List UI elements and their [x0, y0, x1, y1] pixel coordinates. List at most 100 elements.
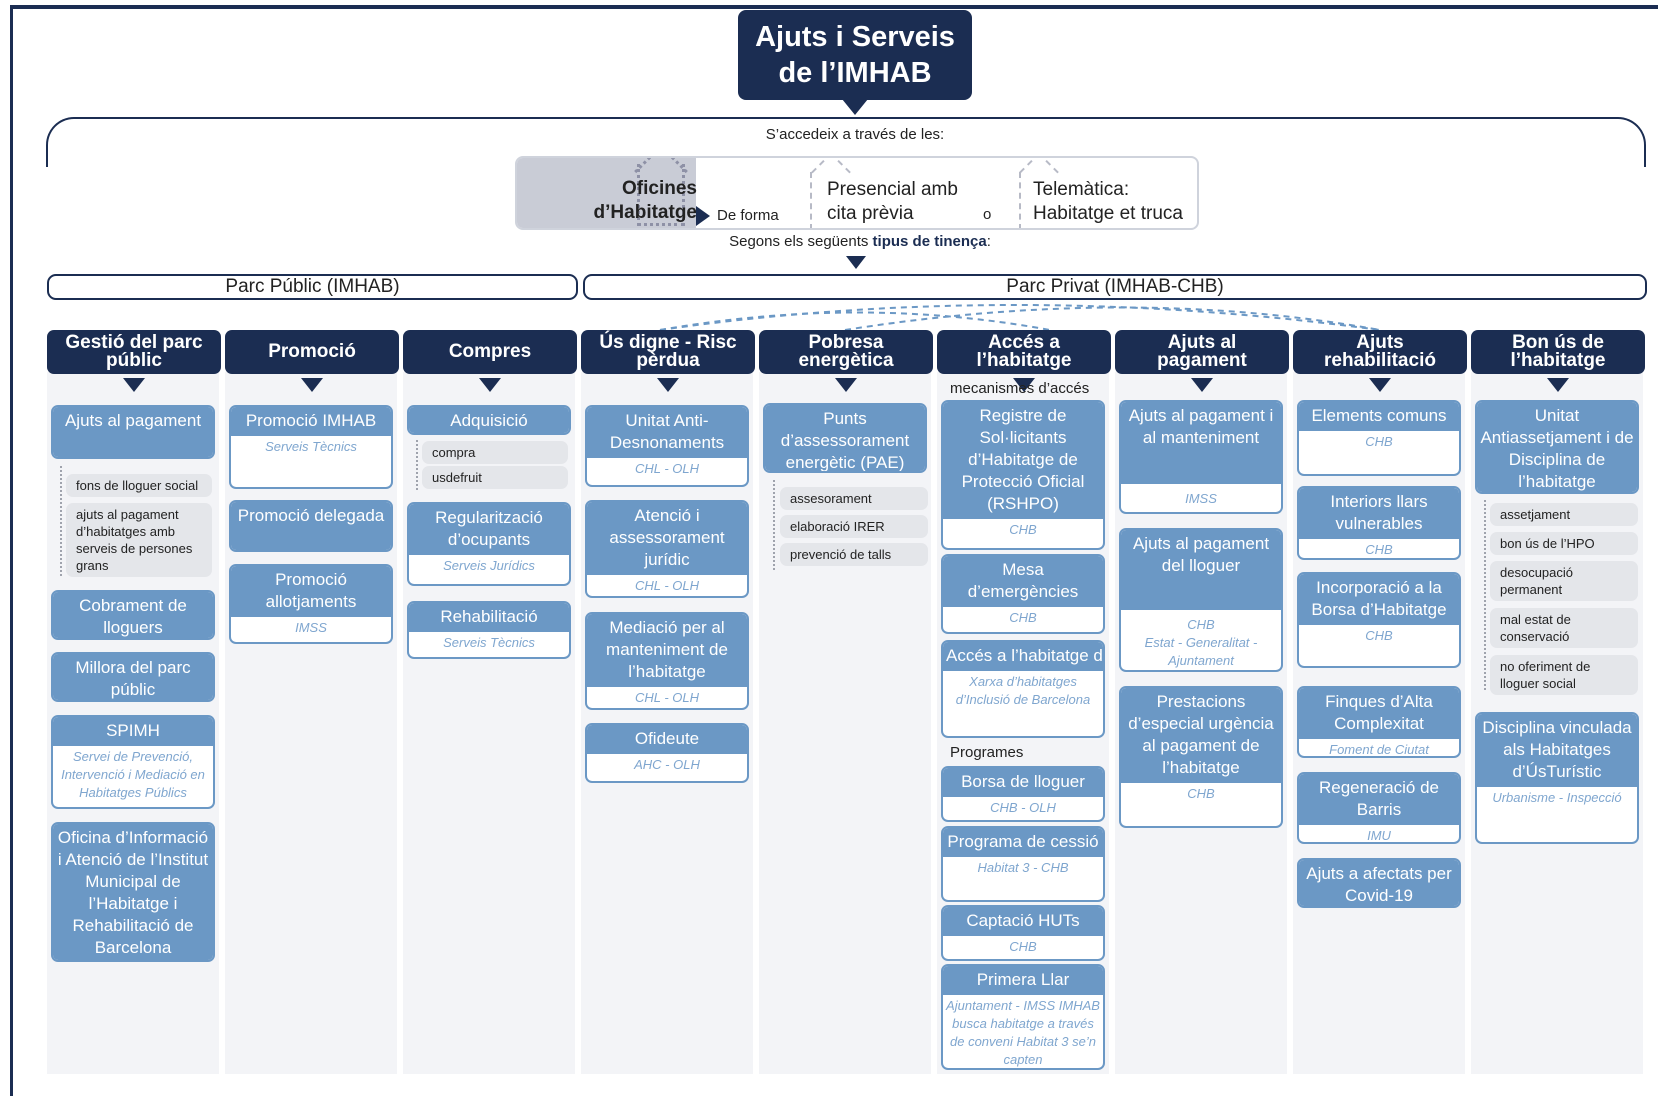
column-header-gestio: Gestió del parc públic: [47, 330, 221, 374]
card-promocio-imhab: Promoció IMHAB Serveis Tècnics: [229, 405, 393, 489]
card-title: Programa de cessió: [943, 828, 1103, 857]
card-title: Adquisició: [409, 407, 569, 433]
card-title: Unitat Antiassetjament i de Disciplina d…: [1477, 402, 1637, 492]
telematica-label: Telemàtica: Habitatge et truca: [1033, 179, 1183, 224]
access-label: S’accedeix a través de les:: [765, 126, 945, 143]
card-subtitle: CHB: [1365, 434, 1393, 449]
card-interiors-llars: Interiors llars vulnerables CHB: [1297, 486, 1461, 560]
tag-item: no oferiment de lloguer social: [1490, 655, 1638, 695]
tag-item: desocupació permanent: [1490, 561, 1638, 601]
card-subtitle: CHB: [1365, 542, 1393, 557]
card-title: Accés a l’habitatge d’entitats: [943, 642, 1103, 671]
de-forma-label: De forma: [717, 207, 779, 224]
oficines-label: Oficines d’Habitatge: [593, 178, 697, 223]
card-title: Finques d’Alta Complexitat: [1299, 688, 1459, 739]
card-title: Mediació per al manteniment de l’habitat…: [587, 614, 747, 687]
card-title: Promoció delegada: [231, 502, 391, 550]
card-title: Promoció allotjaments: [231, 566, 391, 617]
card-title: Millora del parc públic: [53, 654, 213, 700]
play-arrow-icon: [696, 206, 710, 226]
card-subtitle: CHB: [1187, 617, 1215, 632]
card-subtitle: Serveis Tècnics: [443, 635, 535, 650]
arc-2: [844, 306, 1381, 331]
card-prestacions-urgencia: Prestacions d’especial urgència al pagam…: [1119, 686, 1283, 828]
column-arrow-icon: [1547, 378, 1569, 392]
card-cobrament-lloguers: Cobrament de lloguers: [51, 590, 215, 640]
card-ajuts-covid: Ajuts a afectats per Covid-19: [1297, 858, 1461, 908]
card-title: Atenció i assessorament jurídic: [587, 502, 747, 575]
column-arrow-icon: [657, 378, 679, 392]
card-borsa-lloguer: Borsa de lloguer CHB - OLH: [941, 766, 1105, 822]
card-title: Regeneració de Barris: [1299, 774, 1459, 825]
tag-item: compra: [422, 441, 568, 464]
access-box: Oficines d’Habitatge De forma Presencial…: [515, 156, 1199, 230]
tag-connector: [416, 440, 418, 490]
card-subtitle: CHB: [1009, 610, 1037, 625]
mecanismes-label: mecanismes d’accés: [950, 380, 1090, 397]
tag-item: mal estat de conservació: [1490, 608, 1638, 648]
card-adquisicio: Adquisició: [407, 405, 571, 435]
card-title: Interiors llars vulnerables: [1299, 488, 1459, 539]
tag-connector: [1484, 500, 1486, 690]
card-title: Rehabilitació: [409, 603, 569, 632]
tag-item: assetjament: [1490, 503, 1638, 526]
card-subtitle: Serveis Jurídics: [443, 558, 535, 573]
oficines-panel: [517, 158, 696, 228]
card-subtitle: CHB: [1009, 522, 1037, 537]
card-subtitle: CHL - OLH: [634, 690, 700, 705]
tag-item: bon ús de l’HPO: [1490, 532, 1638, 555]
card-title: Ajuts al pagament del lloguer: [1121, 530, 1281, 610]
card-title: Primera Llar: [943, 966, 1103, 995]
house-icon: [637, 164, 685, 226]
tag-item: fons de lloguer social: [66, 474, 212, 497]
tag-item: ajuts al pagament d’habitatges amb serve…: [66, 503, 212, 577]
card-unitat-antiassetjament: Unitat Antiassetjament i de Disciplina d…: [1475, 400, 1639, 494]
card-programa-cessio: Programa de cessió Habitat 3 - CHB: [941, 826, 1105, 902]
tag-connector: [773, 480, 775, 570]
card-subtitle: CHB: [1187, 786, 1215, 801]
arc-3: [659, 311, 1051, 331]
tag-item: prevenció de talls: [780, 543, 928, 566]
card-subtitle: IMSS: [1185, 491, 1217, 506]
card-subtitle: IMU: [1367, 828, 1391, 843]
card-subtitle: CHB: [1365, 628, 1393, 643]
column-arrow-icon: [1191, 378, 1213, 392]
tenancy-arrow-icon: [846, 256, 866, 269]
connection-arcs: [659, 304, 1381, 331]
card-captacio-huts: Captació HUTs CHB: [941, 905, 1105, 961]
card-finques-alta-complexitat: Finques d’Alta Complexitat Foment de Ciu…: [1297, 686, 1461, 758]
tenancy-label-pre: Segons els següents: [729, 233, 869, 250]
card-atencio-juridic: Atenció i assessorament jurídic CHL - OL…: [585, 500, 749, 598]
card-subtitle: CHB: [1009, 939, 1037, 954]
card-title: Borsa de lloguer: [943, 768, 1103, 797]
card-title: Ajuts al pagament i al manteniment: [1121, 402, 1281, 484]
card-subtitle: CHL - OLH: [634, 578, 700, 593]
card-title: Unitat Anti-Desnonaments: [587, 407, 747, 458]
card-subtitle: Serveis Tècnics: [265, 439, 357, 454]
access-bracket: [46, 117, 1646, 167]
card-spimh: SPIMH Servei de Prevenció, Intervenció i…: [51, 715, 215, 809]
tenancy-label: Segons els següents tipus de tinença:: [640, 233, 1080, 250]
tag-connector: [60, 466, 62, 576]
card-title: Ajuts al pagament: [53, 407, 213, 457]
card-rshpo: Registre de Sol·licitants d’Habitatge de…: [941, 400, 1105, 550]
presencial-house-icon: [810, 172, 850, 228]
card-title: SPIMH: [53, 717, 213, 746]
card-acces-entitats: Accés a l’habitatge d’entitats Xarxa d’h…: [941, 640, 1105, 738]
card-title: Regularització d’ocupants: [409, 504, 569, 555]
card-elements-comuns: Elements comuns CHB: [1297, 400, 1461, 476]
card-title: Elements comuns: [1299, 402, 1459, 431]
card-subtitle: Ajuntament - IMSS IMHAB busca habitatge …: [946, 998, 1100, 1067]
programes-label: Programes: [950, 744, 1024, 761]
column-header-ajuts-pagament: Ajuts al pagament: [1115, 330, 1289, 374]
card-unitat-antidesnonaments: Unitat Anti-Desnonaments CHL - OLH: [585, 405, 749, 487]
card-title: Ofideute: [587, 725, 747, 754]
card-title: Punts d’assessorament energètic (PAE): [765, 405, 925, 471]
column-arrow-icon: [1013, 378, 1035, 392]
card-promocio-delegada: Promoció delegada: [229, 500, 393, 552]
column-bg-3: [403, 372, 575, 1074]
card-title: Incorporació a la Borsa d’Habitatge: [1299, 574, 1459, 625]
column-arrow-icon: [123, 378, 145, 392]
tag-item: usdefruit: [422, 466, 568, 489]
card-subtitle: Habitat 3 - CHB: [977, 860, 1069, 875]
